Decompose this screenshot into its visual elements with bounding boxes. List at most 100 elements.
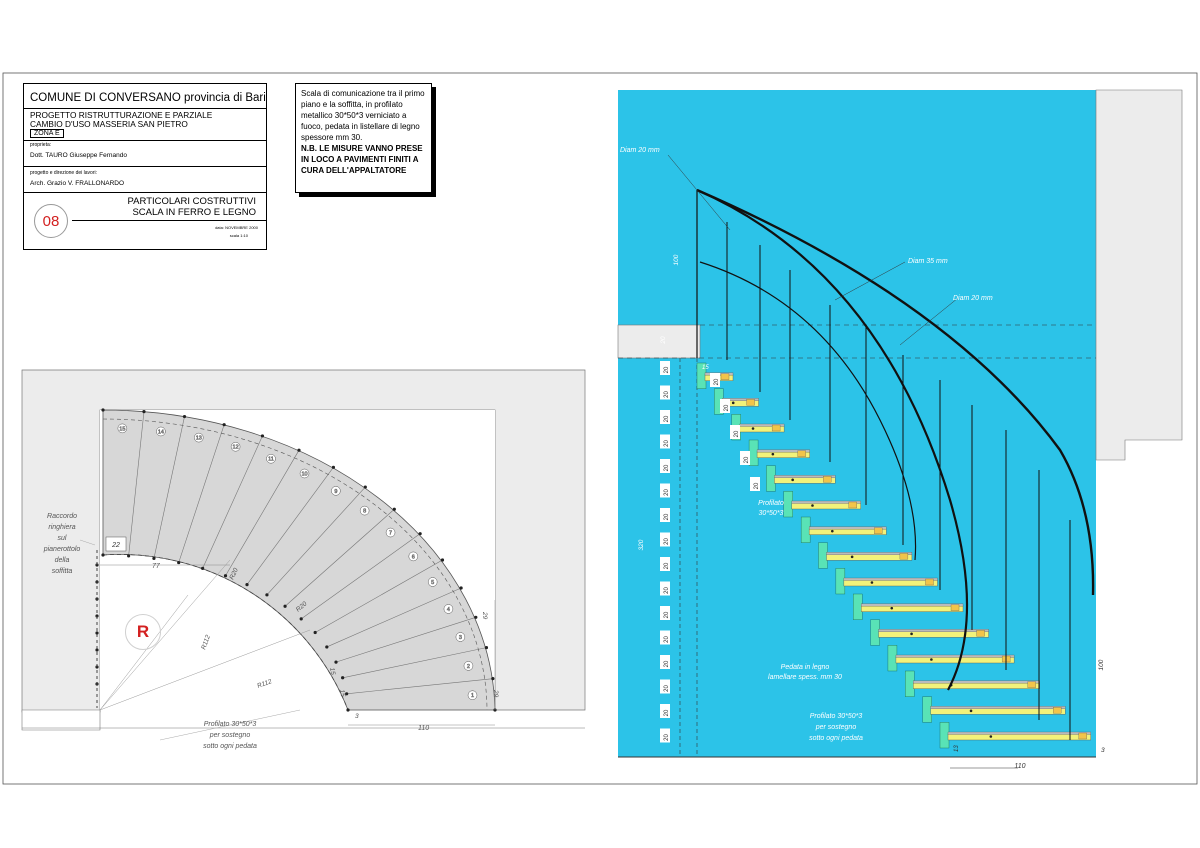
plan-tread-line — [225, 450, 300, 576]
landing-post — [95, 648, 99, 652]
plan-post-inner — [127, 554, 131, 558]
plan-post-inner — [245, 583, 249, 587]
riser-dim: 20 — [664, 464, 670, 471]
title-block: COMUNE DI CONVERSANO provincia di Bari P… — [23, 83, 267, 250]
tread-end — [823, 476, 832, 483]
riser-dim-box — [660, 508, 670, 522]
tread-screw — [890, 606, 894, 610]
plan-post-outer — [142, 410, 146, 414]
section-background — [618, 90, 1096, 757]
plan-step-marker — [359, 505, 370, 516]
riser-dim-box — [660, 361, 670, 375]
tread-edge — [756, 449, 810, 453]
riser-dim-box — [740, 451, 750, 465]
label-diam-35: Diam 35 mm — [908, 258, 948, 265]
plan-post-outer — [222, 423, 226, 427]
tread — [913, 682, 1040, 689]
riser-dim-box — [660, 655, 670, 669]
tread — [861, 605, 964, 612]
note-text: Scala di comunicazione tra il primo pian… — [301, 89, 425, 142]
plan-left-label: pianerottolo — [43, 546, 81, 553]
tread-edge — [930, 706, 1066, 709]
plan-tread-line — [301, 533, 421, 620]
plan-post-outer — [418, 532, 422, 536]
comune-heading: COMUNE DI CONVERSANO provincia di Bari — [30, 92, 266, 104]
plan-step-marker — [194, 432, 204, 443]
label-pedata: lamellare spess. mm 30 — [768, 674, 842, 681]
riser-dim-box — [660, 459, 670, 473]
plan-step-marker — [385, 527, 396, 538]
tread-edge — [878, 629, 989, 632]
tread — [843, 579, 938, 587]
riser-dim: 20 — [754, 482, 760, 489]
upper-slab — [617, 324, 701, 359]
riser-dim-box — [660, 532, 670, 547]
sheet-number: 08 — [34, 204, 68, 238]
plan-step-number: 3 — [459, 635, 462, 641]
plan-post-outer — [363, 485, 367, 489]
riser-dim-box — [660, 704, 670, 718]
plan-post-inner — [345, 692, 349, 696]
plan-tread-line — [284, 509, 395, 607]
plan-tread-line — [315, 559, 443, 633]
plan-post-inner — [341, 676, 345, 680]
plan-post-inner — [346, 708, 350, 712]
riser-dim-box — [710, 373, 720, 387]
label-profilato-bottom: sotto ogni pedata — [809, 735, 863, 742]
plan-step-number: 14 — [158, 429, 164, 435]
landing-post — [95, 631, 99, 635]
handrail-main — [696, 188, 1095, 596]
tread-end — [1053, 707, 1062, 714]
plan-post-outer — [459, 586, 463, 590]
plan-left-label: Raccordo — [47, 513, 77, 520]
plan-dim-22: 22 — [111, 542, 120, 549]
plan-bottom-label: sotto ogni pedata — [203, 743, 257, 750]
inner-dashed-arc — [102, 554, 349, 711]
riser-dim: 20 — [744, 456, 750, 463]
tread-screw — [731, 401, 735, 405]
note-warning: N.B. LE MISURE VANNO PRESE IN LOCO A PAV… — [301, 144, 423, 175]
sheet-border — [2, 72, 1198, 785]
plan-left-label: ringhiera — [48, 524, 75, 531]
riser-dim-box — [750, 477, 760, 491]
riser-dim: 20 — [724, 404, 730, 411]
tread-screw — [870, 581, 874, 584]
stringer-block — [922, 696, 932, 723]
plan-post-inner — [325, 645, 329, 649]
riser-dim: 20 — [664, 538, 670, 545]
tread-screw — [989, 735, 993, 738]
plan-dim-29: 29 — [492, 689, 499, 698]
plan-badge: R — [125, 614, 161, 650]
tread-end — [874, 527, 883, 534]
riser-dim: 20 — [714, 378, 720, 385]
director-name: Arch. Grazio V. FRALLONARDO — [30, 180, 125, 187]
tread-end — [976, 630, 985, 637]
plan-dim-110: 110 — [418, 725, 429, 732]
tread-screw — [831, 529, 834, 533]
tread-end — [720, 373, 730, 380]
section-wall-right — [1095, 89, 1183, 461]
plan-step-number: 9 — [334, 489, 337, 495]
tread-edge — [861, 603, 964, 607]
plan-tread-line — [346, 678, 493, 695]
riser-dim-box — [720, 399, 730, 413]
tread-screw — [850, 555, 854, 559]
stringer-block — [766, 465, 776, 492]
stringer-block — [939, 722, 950, 749]
riser-dim-box — [660, 679, 670, 694]
riser-dim-box — [660, 728, 670, 743]
plan-dim-3: 3 — [355, 713, 359, 720]
plan-tread-line — [202, 435, 263, 569]
riser-dim: 20 — [664, 391, 670, 398]
tread-edge — [913, 680, 1040, 684]
riser-dim: 20 — [664, 660, 670, 667]
tread-end — [848, 501, 857, 509]
plan-post-inner — [313, 630, 317, 635]
riser-dim-box — [660, 606, 670, 620]
stringer-block — [887, 645, 898, 672]
riser-dim: 20 — [664, 587, 670, 594]
plan-post-outer — [101, 408, 105, 412]
riser-dim: 20 — [664, 366, 670, 373]
dim-15: 15 — [702, 365, 709, 371]
